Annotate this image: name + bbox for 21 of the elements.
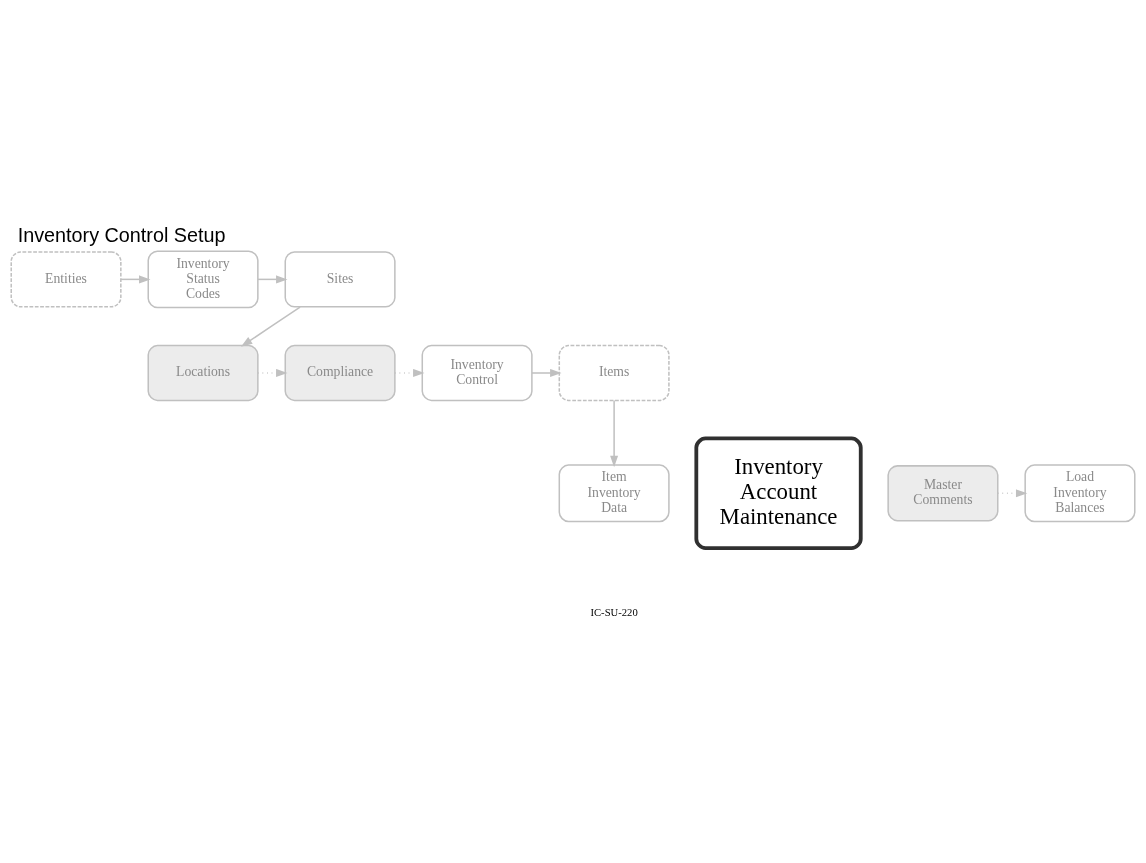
arrow — [394, 368, 425, 377]
node-box: Inventory Status Codes — [147, 249, 259, 308]
node-box: Load Inventory Balances — [1024, 463, 1136, 522]
node-box: Entities — [10, 250, 122, 308]
node-box: Compliance — [284, 344, 396, 401]
arrow — [610, 399, 619, 467]
node-box: Inventory Control — [421, 344, 533, 401]
node-box: Sites — [284, 250, 396, 308]
arrow — [257, 368, 288, 377]
arrow — [997, 488, 1028, 497]
arrow — [531, 368, 562, 377]
node-box: Inventory Account Maintenance — [694, 436, 863, 550]
node-box: Locations — [147, 344, 259, 401]
arrow — [120, 274, 151, 283]
arrow — [257, 274, 288, 283]
arrow — [240, 305, 301, 347]
diagram-title: Inventory Control Setup — [17, 223, 226, 246]
node-box: Master Comments — [887, 464, 999, 521]
node-box: Items — [558, 344, 670, 401]
label: IC-SU-220 — [590, 606, 638, 618]
node-box: Item Inventory Data — [558, 463, 670, 522]
